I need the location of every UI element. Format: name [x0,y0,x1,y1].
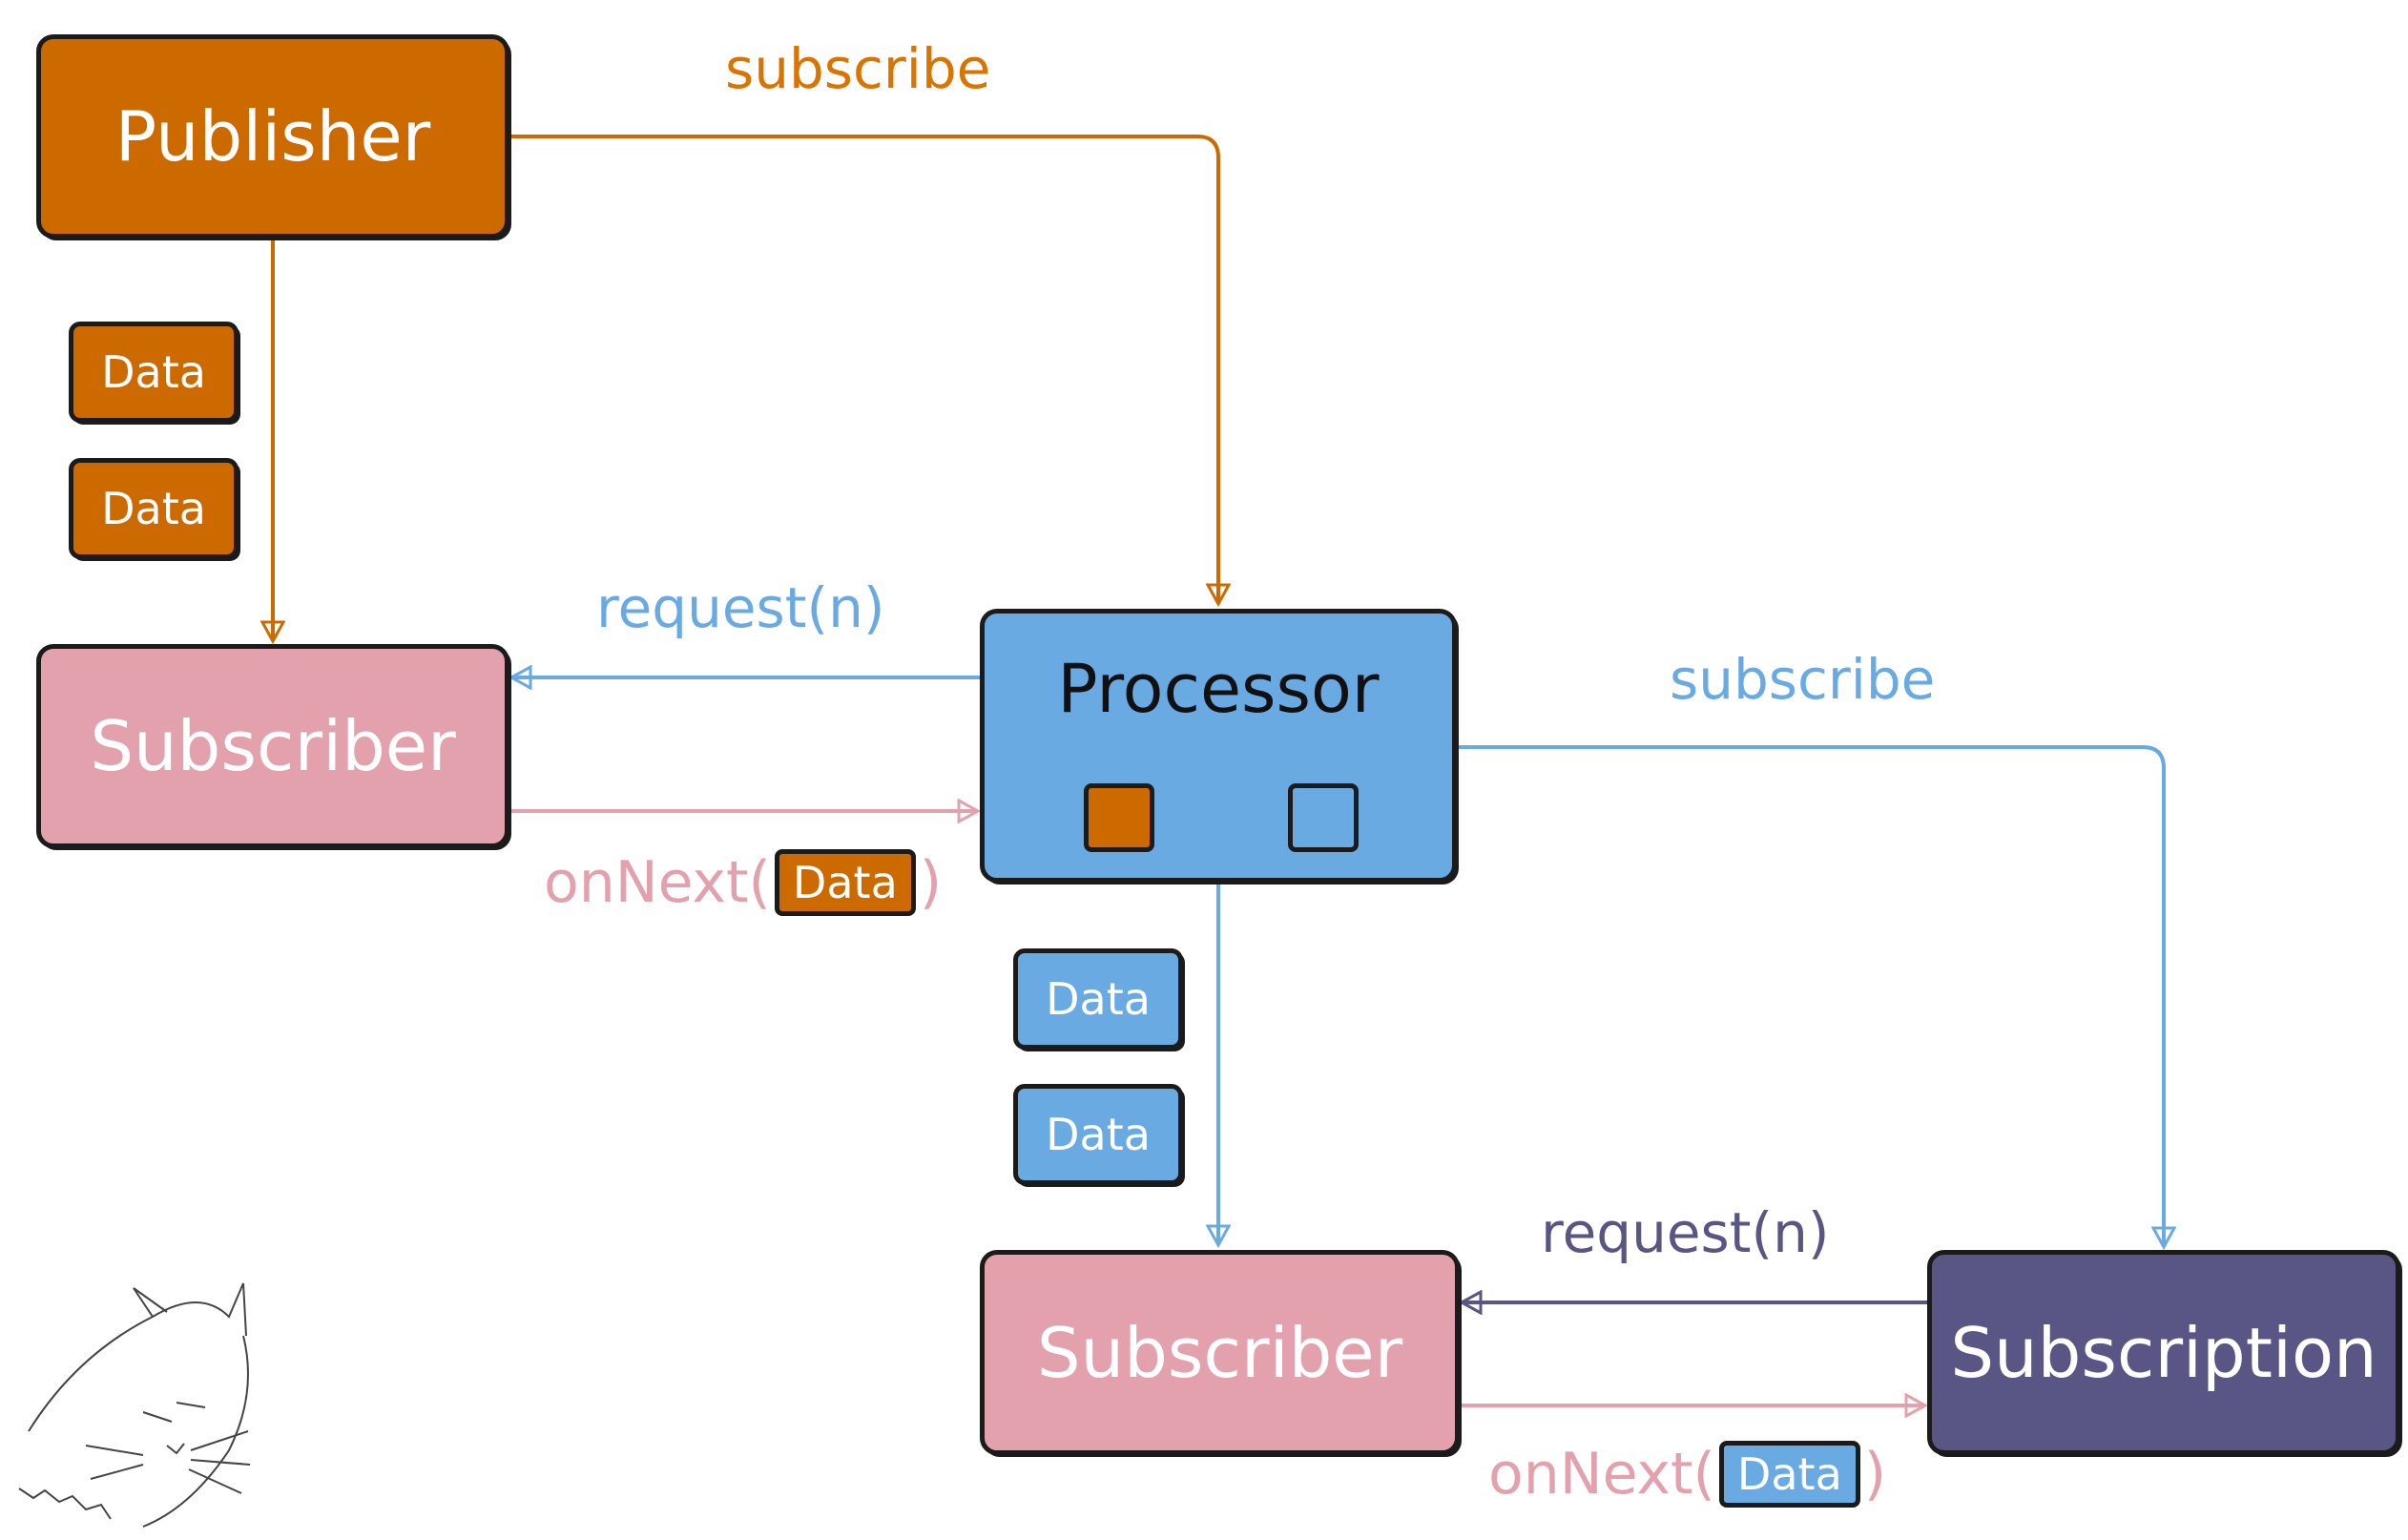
edge-label-publisher-subscribe: subscribe [725,36,991,101]
subscription-node: Subscription [1927,1250,2400,1455]
publisher-node: Publisher [36,34,509,239]
onnext-suffix: ) [919,849,943,916]
processor-input-square [1084,783,1154,852]
data-item: Data [69,322,239,423]
subscription-label: Subscription [1950,1312,2377,1393]
edge-label-processor-request: request(n) [596,575,885,640]
processor-node: Processor [980,609,1457,883]
edge-publisher-subscribe-processor [509,135,1218,604]
edge-label-bottom-onnext: onNext( Data ) [1488,1441,1886,1508]
data-item: Data [1013,1084,1183,1185]
onnext-prefix: onNext( [544,849,771,916]
data-item: Data [69,458,239,559]
edge-label-subscriber-onnext: onNext( Data ) [544,849,942,916]
onnext-suffix: ) [1863,1441,1887,1508]
onnext-data-chip: Data [774,849,916,916]
cat-doodle-icon [18,1282,251,1528]
data-label: Data [101,346,206,398]
subscriber-label: Subscriber [1036,1312,1403,1393]
subscriber-label: Subscriber [90,706,456,786]
edge-processor-subscribe-subscription [1456,745,2164,1247]
onnext-data-chip: Data [1718,1441,1860,1508]
data-label: Data [1046,973,1151,1025]
edge-label-subscription-request: request(n) [1541,1200,1830,1265]
subscriber-node-bottom: Subscriber [980,1250,1460,1455]
publisher-label: Publisher [114,96,431,177]
processor-label: Processor [1057,650,1380,728]
onnext-prefix: onNext( [1488,1441,1715,1508]
data-item: Data [1013,948,1183,1050]
processor-output-square [1288,783,1359,852]
subscriber-node-top: Subscriber [36,644,509,848]
edge-label-processor-subscribe: subscribe [1670,647,1936,712]
data-label: Data [101,483,206,534]
data-label: Data [1046,1109,1151,1160]
